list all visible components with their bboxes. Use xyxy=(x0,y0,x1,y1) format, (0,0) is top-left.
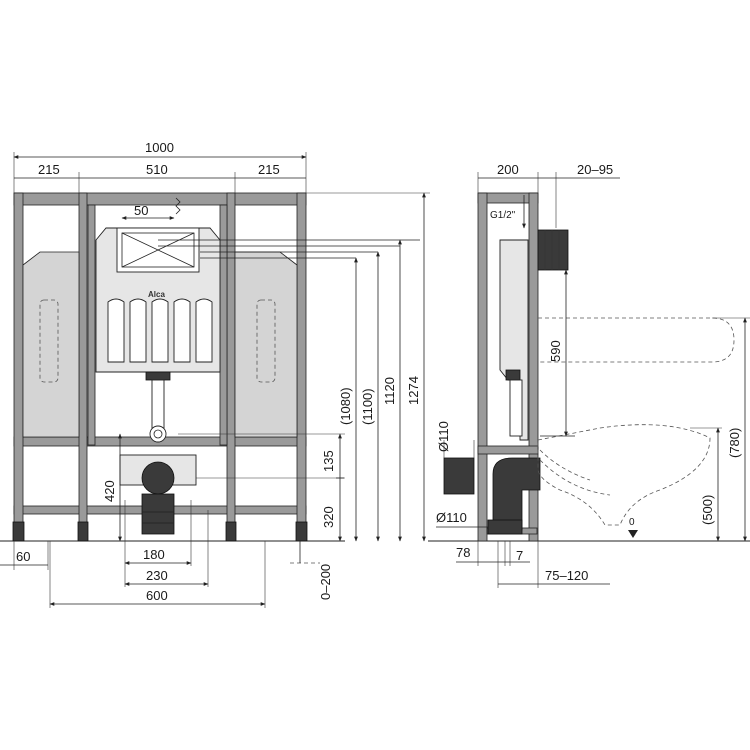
side-plate-right xyxy=(234,251,298,438)
dim-right-side: 215 xyxy=(258,162,280,177)
dim-water-inlet: 1120 xyxy=(382,377,397,405)
inner-post-right xyxy=(226,192,236,534)
drain-bend xyxy=(141,461,175,495)
dim-waste-pipe-top: Ø110 xyxy=(436,421,451,452)
tank-rib-3 xyxy=(151,298,169,363)
center-post-right xyxy=(219,204,228,446)
foot-right-inner xyxy=(225,521,237,542)
front-view: Alca xyxy=(0,192,420,542)
flush-valve xyxy=(145,371,171,381)
inner-post-left xyxy=(78,192,88,534)
waste-bend xyxy=(492,457,541,531)
side-slot-right xyxy=(256,299,276,383)
outer-post-right xyxy=(296,192,307,534)
toilet-pan-outline xyxy=(537,424,711,526)
foot-right-outer xyxy=(295,521,308,542)
floor-zero-label: 0 xyxy=(629,517,635,528)
brand-logo: Alca xyxy=(148,290,165,299)
dim-flush-plate: 50 xyxy=(134,203,148,218)
support-bar xyxy=(538,317,735,363)
toilet-bend-1 xyxy=(539,449,591,481)
dim-waste-to-inlet: 135 xyxy=(321,450,336,472)
dim-left-side: 215 xyxy=(38,162,60,177)
dim-depth: 200 xyxy=(497,162,519,177)
dim-drain-spacing: 180 xyxy=(143,547,165,562)
connection-label: G1/2" xyxy=(490,210,516,221)
dim-pan-height: (780) xyxy=(727,428,742,458)
wall-flange xyxy=(537,229,569,271)
dim-wall-depth: 75–120 xyxy=(545,568,588,583)
outer-post-left xyxy=(13,192,24,534)
tank-rib-4 xyxy=(173,298,191,363)
dim-plate-1100: (1100) xyxy=(360,388,375,425)
side-dimensions: 200 20–95 590 (780) (500) Ø110 Ø110 78 7 xyxy=(436,162,750,588)
tank-rib-1 xyxy=(107,298,125,363)
dim-frame-base: 600 xyxy=(146,588,168,603)
dim-foot-adjust: 0–200 xyxy=(318,564,333,600)
dim-foot-offset: 60 xyxy=(16,549,30,564)
dim-pan-axis: (500) xyxy=(700,495,715,525)
side-flush-pipe xyxy=(509,379,523,437)
dim-overall-width: 1000 xyxy=(145,140,174,155)
flush-plate-inner xyxy=(121,232,195,268)
top-rail xyxy=(13,192,307,206)
tank-rib-5 xyxy=(195,298,213,363)
dim-drain-axis: 420 xyxy=(102,480,117,502)
tank-rib-2 xyxy=(129,298,147,363)
dim-foot-depth: 7 xyxy=(516,548,523,563)
dim-center: 510 xyxy=(146,162,168,177)
front-dimensions: 1000 215 510 215 50 60 180 230 600 420 xyxy=(0,140,430,608)
side-valve xyxy=(505,369,521,381)
waste-pipe-lower xyxy=(487,519,523,535)
dim-waste-pipe-bottom: Ø110 xyxy=(436,510,467,525)
foot-left-inner xyxy=(77,521,89,542)
dim-plate-1080: (1080) xyxy=(338,387,353,425)
flush-pipe xyxy=(151,379,165,429)
dim-bolt-height: 590 xyxy=(548,340,563,362)
waste-pipe-upper xyxy=(443,457,475,495)
flush-outlet xyxy=(149,425,167,443)
side-post-front xyxy=(528,192,539,542)
side-frame-bottom xyxy=(477,445,539,455)
dim-overall-height: 1274 xyxy=(406,376,421,405)
side-view: G1/2" 0 xyxy=(428,192,750,542)
side-slot-left xyxy=(39,299,59,383)
dim-wall-gap: 20–95 xyxy=(577,162,613,177)
dim-pipe-offset: 78 xyxy=(456,545,470,560)
center-post-left xyxy=(87,204,96,446)
dim-bolt-spacing: 230 xyxy=(146,568,168,583)
drain-pipe xyxy=(141,493,175,535)
side-post-back xyxy=(477,192,488,542)
side-plate-left xyxy=(22,251,80,438)
dim-inlet-height: 320 xyxy=(321,506,336,528)
toilet-bend-2 xyxy=(539,459,611,496)
foot-left-outer xyxy=(12,521,25,542)
